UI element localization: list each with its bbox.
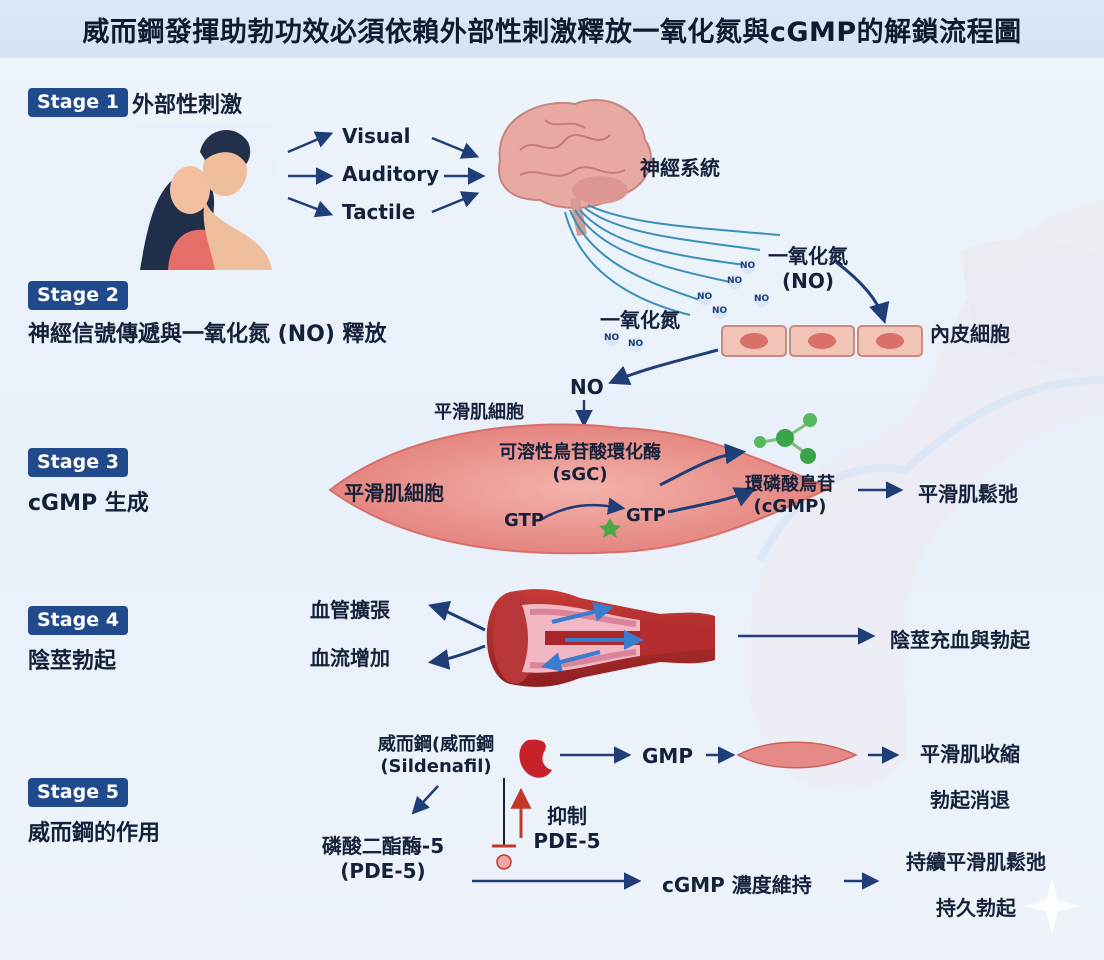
inhibit-label-text: 抑制 (547, 804, 587, 828)
auditory-label: Auditory (342, 162, 440, 186)
arrow-gtp-to-cgmp (667, 487, 756, 514)
sgc-label-text: 可溶性鳥苷酸環化酶 (499, 442, 661, 463)
gtp-label-1: GTP (504, 510, 544, 531)
stage5-title: 威而鋼的作用 (28, 821, 161, 846)
page-title: 威而鋼發揮助勃功效必須依賴外部性刺激釋放一氧化氮與cGMP的解鎖流程圖 (0, 0, 1104, 58)
tactile-label: Tactile (342, 200, 416, 224)
arrow-gtp-to-gtp (539, 497, 626, 522)
smooth-muscle-left-label: 平滑肌細胞 (344, 481, 444, 505)
stage4-badge: Stage 4 (28, 606, 128, 635)
arrow-tactile-to-brain (431, 191, 480, 214)
visual-label: Visual (342, 124, 411, 148)
sgc-label-abbr: (sGC) (552, 464, 608, 485)
arrow-endothelial-to-no (608, 348, 719, 386)
stage1-title: 外部性刺激 (132, 93, 243, 118)
vasodilation-label: 血管擴張 (310, 598, 390, 622)
no-label-top: 一氧化氮 (NO) (760, 240, 856, 293)
stage3-badge: Stage 3 (28, 448, 128, 477)
cgmp-label: 環磷酸鳥苷 (cGMP) (728, 470, 852, 517)
viagra-pill-icon (519, 739, 552, 778)
nerve-fibers (564, 204, 781, 316)
smooth-muscle-cell (328, 423, 833, 555)
no-label-top-text: 一氧化氮 (768, 244, 848, 268)
arrow-viagra-to-pde (411, 785, 439, 815)
arrow-to-flow (427, 644, 486, 670)
arrow-visual-to-brain (431, 136, 480, 159)
arrow-to-tactile (287, 196, 334, 218)
viagra-label-en: (Sildenafil) (380, 756, 492, 777)
nervous-system-label: 神經系統 (640, 156, 720, 180)
pde5-label-text: 磷酸二酯酶-5 (321, 834, 445, 858)
inhibit-label-pde: PDE-5 (533, 829, 601, 853)
arrow-to-visual (287, 131, 334, 154)
no-molecule-label: NO (727, 276, 743, 286)
stage4-title: 陰莖勃起 (28, 649, 117, 674)
couple-illustration (135, 122, 275, 270)
viagra-label: 威而鋼(威而鋼 (Sildenafil) (356, 730, 516, 777)
viagra-label-text: 威而鋼(威而鋼 (377, 734, 495, 755)
gtp-label-2: GTP (626, 505, 666, 526)
no-molecule-label: NO (697, 292, 713, 302)
no-molecule-label: NO (604, 333, 620, 343)
stage5-badge: Stage 5 (28, 778, 128, 807)
subside-label: 勃起消退 (930, 788, 1010, 812)
gmp-label: GMP (642, 744, 693, 768)
no-molecule-label: NO (754, 294, 770, 304)
sgc-label: 可溶性鳥苷酸環化酶 (sGC) (470, 438, 690, 485)
sparkle-icon (1024, 878, 1080, 934)
cgmp-label-text: 環磷酸鳥苷 (745, 474, 835, 495)
blood-vessel-illustration (486, 589, 715, 687)
smooth-muscle-top-label: 平滑肌細胞 (434, 402, 524, 423)
sgc-enzyme-icon (599, 518, 621, 538)
brain-illustration (498, 99, 652, 236)
arrow-no-to-endothelial (835, 260, 890, 325)
no-molecules (605, 260, 769, 352)
sustain-label: 持續平滑肌鬆弛 (906, 850, 1046, 874)
pde5-enzyme-icon (496, 854, 512, 870)
endothelial-label: 內皮細胞 (930, 322, 1010, 346)
arrow-sgc-to-cgmp (659, 443, 747, 487)
pde5-label: 磷酸二酯酶-5 (PDE-5) (300, 830, 466, 883)
no-molecule-label: NO (740, 261, 756, 271)
contracted-muscle-icon (736, 741, 858, 769)
inhibit-label: 抑制 PDE-5 (532, 800, 602, 853)
stage3-title: cGMP 生成 (28, 491, 149, 516)
arrow-to-dilation (427, 600, 486, 632)
stage2-title: 神經信號傳遞與一氧化氮 (NO) 釋放 (28, 322, 387, 347)
smooth-muscle-relax-label: 平滑肌鬆弛 (918, 482, 1018, 506)
no-label-left: 一氧化氮 (600, 308, 680, 332)
stage2-badge: Stage 2 (28, 281, 128, 310)
lasting-label: 持久勃起 (936, 896, 1016, 920)
cgmp-label-abbr: (cGMP) (753, 496, 827, 517)
no-label-stage3: NO (570, 375, 604, 399)
contract-label: 平滑肌收縮 (920, 742, 1020, 766)
no-label-top-abbr: (NO) (781, 269, 835, 293)
erection-label: 陰莖充血與勃起 (890, 628, 1030, 652)
cgmp-maintain-label: cGMP 濃度維持 (662, 873, 812, 897)
blood-flow-label: 血流增加 (310, 646, 390, 670)
no-molecule-label: NO (712, 306, 728, 316)
endothelial-cells (721, 325, 923, 357)
pde5-label-abbr: (PDE-5) (340, 859, 426, 883)
no-molecule-label: NO (628, 339, 644, 349)
stage1-badge: Stage 1 (28, 88, 128, 117)
cgmp-molecule-icon (754, 413, 817, 464)
